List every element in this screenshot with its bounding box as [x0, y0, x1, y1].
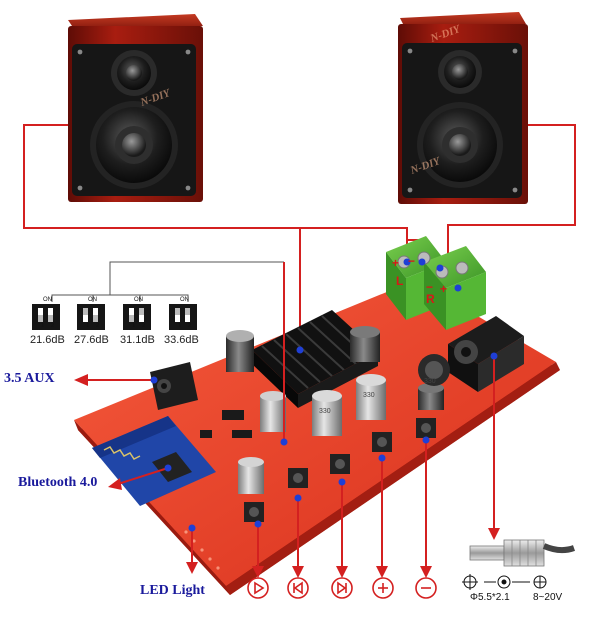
dip-switch [123, 304, 151, 330]
capacitor-marking: 330 [424, 378, 436, 385]
gain-option: 31.1dB [120, 334, 155, 346]
pcb-board [74, 280, 560, 595]
terminal-left-label: L [396, 274, 404, 288]
dip-pin-label: 2 [51, 323, 55, 329]
dip-pin-label: 2 [96, 323, 100, 329]
dip-pin-label: 2 [188, 323, 192, 329]
plug-size-spec: Φ5.5*2.1 [470, 592, 510, 603]
aux-jack [150, 362, 198, 410]
led-label: LED Light [140, 583, 205, 598]
leader-lines [86, 262, 495, 570]
arrowheads [74, 374, 500, 578]
play-icon [247, 577, 269, 599]
capacitor-marking: 330 [363, 392, 375, 399]
right-speaker [398, 12, 528, 204]
terminal-plus-label: + [392, 256, 400, 270]
dip-pin-label: 1 [86, 323, 90, 329]
speaker-wiring [23, 124, 576, 350]
left-speaker [68, 14, 203, 202]
dip-on-label: ON [180, 297, 189, 303]
gain-option: 21.6dB [30, 334, 65, 346]
dip-on-label: ON [43, 297, 52, 303]
minus-icon [415, 577, 437, 599]
polarity-symbol [462, 574, 547, 590]
dip-on-label: ON [134, 297, 143, 303]
terminal-minus-label: − [408, 254, 416, 268]
dip-pin-label: 1 [178, 323, 182, 329]
dip-pin-label: 1 [41, 323, 45, 329]
dip-switch-group [32, 261, 284, 330]
terminal-right-label: R [426, 292, 435, 306]
next-icon [331, 577, 353, 599]
dc-plug [469, 539, 576, 567]
aux-label: 3.5 AUX [4, 371, 55, 386]
terminal-blocks [386, 236, 486, 330]
chips [200, 410, 252, 438]
capacitor-marking: 330 [319, 408, 331, 415]
button-icon-row [247, 577, 437, 599]
dc-jack [448, 316, 524, 392]
gain-option: 33.6dB [164, 334, 199, 346]
dip-pin-label: 2 [142, 323, 146, 329]
dip-pin-label: 1 [132, 323, 136, 329]
dip-on-label: ON [88, 297, 97, 303]
bluetooth-module [92, 416, 216, 506]
plus-icon [372, 577, 394, 599]
previous-icon [287, 577, 309, 599]
terminal-plus-label: + [440, 282, 448, 296]
dip-switch [77, 304, 105, 330]
dip-switch [169, 304, 197, 330]
capacitors [226, 326, 450, 494]
connection-dots [150, 258, 498, 532]
gain-option: 27.6dB [74, 334, 109, 346]
voltage-spec: 8~20V [533, 592, 563, 603]
bluetooth-label: Bluetooth 4.0 [18, 475, 98, 490]
push-buttons [244, 418, 436, 522]
dip-switch [32, 304, 60, 330]
terminal-minus-label: − [426, 280, 434, 294]
